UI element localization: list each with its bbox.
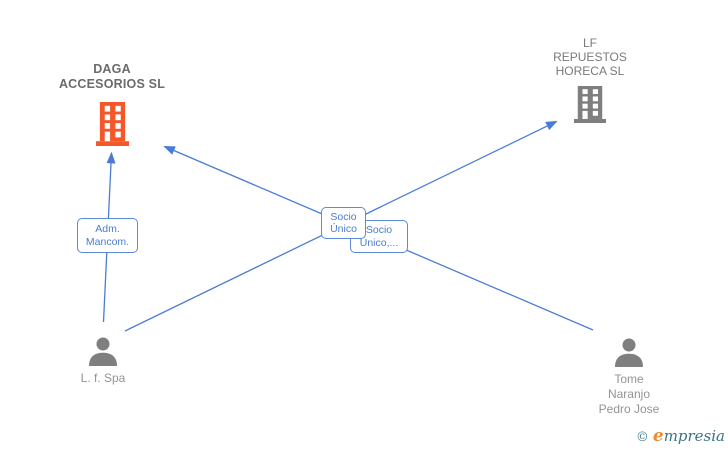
empresia-logo[interactable]: ©empresia <box>636 426 725 448</box>
person-node-lf-spa[interactable]: L. f. Spa <box>63 337 143 386</box>
edge-label-line: Adm. <box>95 223 120 235</box>
person-node-tome-naranjo[interactable]: Tome Naranjo Pedro Jose <box>589 338 669 417</box>
company-name-line: DAGA <box>93 62 131 76</box>
person-icon <box>88 337 118 366</box>
company-name-line: LF <box>582 36 597 50</box>
person-name: L. f. Spa <box>81 371 126 386</box>
company-node-daga-accesorios[interactable]: DAGA ACCESORIOS SL <box>56 62 168 146</box>
person-name: Tome Naranjo Pedro Jose <box>599 372 660 417</box>
edge-label-line: Socio <box>330 210 357 223</box>
person-name-line: L. f. Spa <box>80 371 126 385</box>
edge-label-socio-unico[interactable]: Socio Único <box>321 207 366 239</box>
brand-initial: e <box>652 426 664 446</box>
person-icon <box>614 338 644 367</box>
edge-label-line: Socio <box>365 224 393 236</box>
company-name-line: ACCESORIOS SL <box>58 77 166 91</box>
edge-label-adm-mancom[interactable]: Adm. Mancom. <box>77 218 138 253</box>
edge-label-line: Único <box>330 223 357 235</box>
building-icon <box>95 102 129 146</box>
brand-name: mpresia <box>663 427 725 445</box>
person-name-line: Tome <box>614 372 644 386</box>
edge-label-line: Mancom. <box>85 235 130 248</box>
person-name-line: Naranjo <box>607 387 650 401</box>
company-node-lf-repuestos[interactable]: LF REPUESTOS HORECA SL <box>545 36 635 123</box>
edge-label-line: Único,... <box>359 236 399 249</box>
person-name-line: Pedro Jose <box>598 402 660 416</box>
company-name: DAGA ACCESORIOS SL <box>59 62 165 92</box>
company-name-line: HORECA SL <box>555 64 625 78</box>
company-name-line: REPUESTOS <box>553 50 627 64</box>
company-name: LF REPUESTOS HORECA SL <box>553 36 627 78</box>
building-icon <box>574 86 606 123</box>
copyright-icon: © <box>635 430 649 445</box>
